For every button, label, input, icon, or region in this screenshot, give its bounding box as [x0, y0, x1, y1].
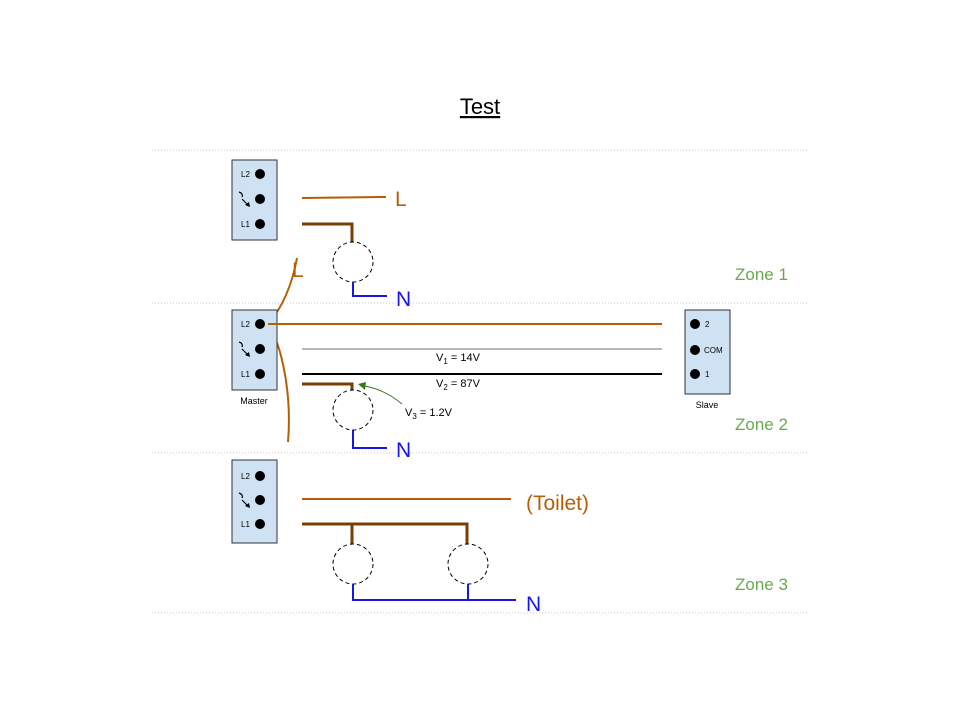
- voltage-v3-label: V3 = 1.2V: [405, 407, 453, 421]
- master-terminal-l1-label: L1: [241, 370, 250, 379]
- zone3-terminal-common: [255, 495, 265, 505]
- zone3-switched-live-wire: [302, 522, 469, 544]
- lamp-icon: [332, 389, 374, 431]
- zone1-live-wire: [301, 196, 387, 199]
- zone1-switched-live-wire: [302, 222, 354, 243]
- zone1-neutral-label: N: [396, 288, 411, 311]
- zone2-neutral-label: N: [396, 439, 411, 462]
- zone1-terminal-l1: [255, 219, 265, 229]
- master-caption: Master: [240, 396, 268, 406]
- slave-terminal-2-label: 2: [705, 320, 710, 329]
- slave-caption: Slave: [696, 400, 719, 410]
- zone3-live-label: (Toilet): [526, 492, 589, 515]
- zone1-switch-box: [231, 159, 278, 241]
- slave-terminal-1: [690, 369, 700, 379]
- master-terminal-l2-label: L2: [241, 320, 250, 329]
- zone2-neutral-wire: [352, 430, 387, 449]
- zone1-neutral-wire: [352, 282, 387, 297]
- slave-switch: 2 COM 1: [684, 309, 731, 395]
- zone1-live-label: L: [395, 188, 407, 211]
- switch-icon: [238, 341, 250, 357]
- zone3-neutral-label: N: [526, 593, 541, 616]
- voltage-v2-label: V2 = 87V: [436, 378, 481, 392]
- zone3-switch-box: [231, 459, 278, 544]
- master-terminal-l2: [255, 319, 265, 329]
- zone3-terminal-l2-label: L2: [241, 472, 250, 481]
- lamp-icon: [447, 543, 489, 585]
- switch-icon: [238, 492, 250, 508]
- slave-terminal-com-label: COM: [704, 346, 723, 355]
- zone2-label: Zone 2: [735, 415, 788, 434]
- diagram-title: Test: [460, 94, 500, 119]
- slave-terminal-com: [690, 345, 700, 355]
- master-switch: L2 L1: [231, 309, 278, 391]
- voltage-v3-pointer: [363, 385, 403, 405]
- zone1-label: Zone 1: [735, 265, 788, 284]
- master-terminal-l1: [255, 369, 265, 379]
- switch-icon: [238, 191, 250, 207]
- zone2-switched-live-wire: [302, 382, 354, 392]
- voltage-v3-arrowhead: [358, 382, 366, 390]
- zone3-switch: L2 L1: [231, 459, 278, 544]
- zone1-switch: L2 L1: [231, 159, 278, 241]
- voltage-v1-label: V1 = 14V: [436, 352, 481, 366]
- feed-live-label: L: [292, 259, 304, 282]
- zone3-terminal-l1-label: L1: [241, 520, 250, 529]
- zone1-terminal-l1-label: L1: [241, 220, 250, 229]
- slave-terminal-2: [690, 319, 700, 329]
- zone1-terminal-common: [255, 194, 265, 204]
- zone3-label: Zone 3: [735, 575, 788, 594]
- zone3-terminal-l2: [255, 471, 265, 481]
- zone3-terminal-l1: [255, 519, 265, 529]
- master-terminal-common: [255, 344, 265, 354]
- lamp-icon: [332, 543, 374, 585]
- zone3-neutral-wire: [352, 584, 516, 601]
- master-switch-box: [231, 309, 278, 391]
- zone1-terminal-l2: [255, 169, 265, 179]
- slave-terminal-1-label: 1: [705, 370, 710, 379]
- zone1-terminal-l2-label: L2: [241, 170, 250, 179]
- lamp-icon: [332, 241, 374, 283]
